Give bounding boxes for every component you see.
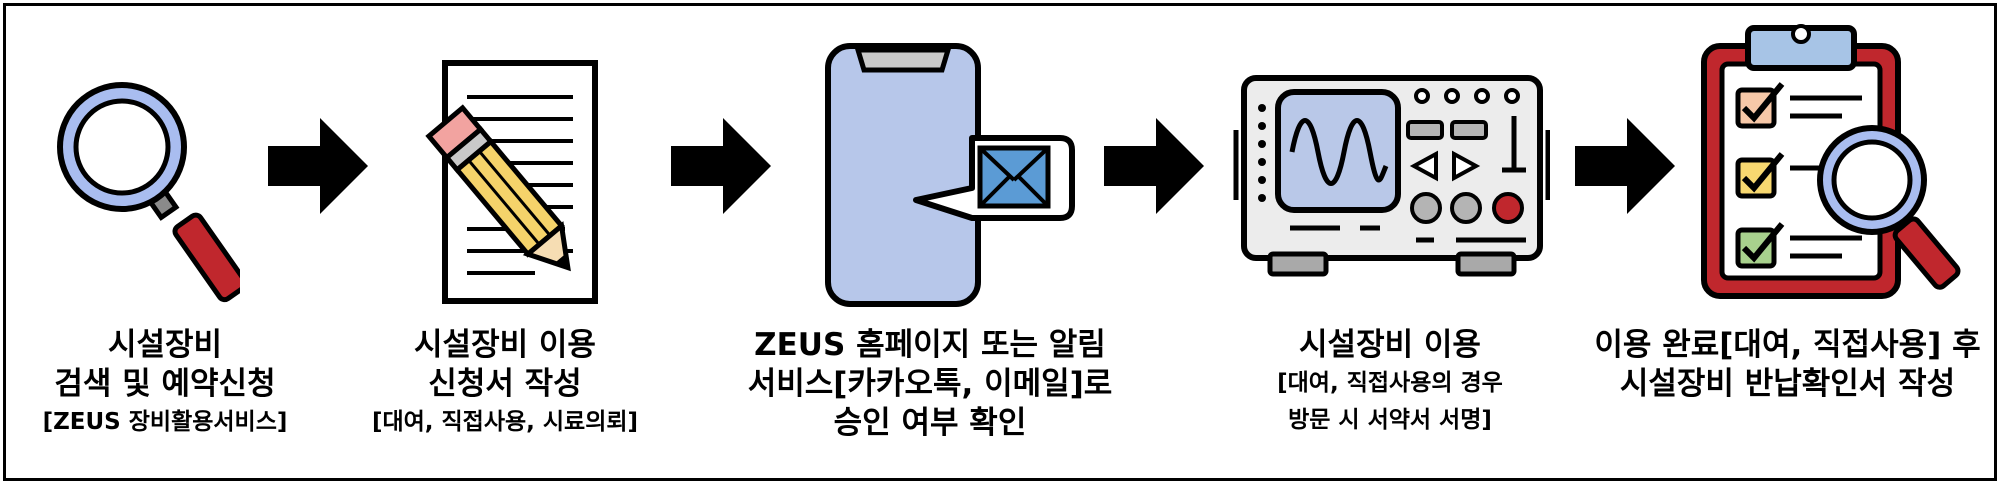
- step-4-line-1: 시설장비 이용: [1299, 327, 1481, 363]
- document-pencil-icon: [425, 60, 598, 304]
- step-1-caption: 시설장비 검색 및 예약신청 [ZEUS 장비활용서비스]: [0, 326, 330, 441]
- step-2-caption: 시설장비 이용 신청서 작성 [대여, 직접사용, 시료의뢰]: [340, 326, 670, 441]
- oscilloscope-icon: [1233, 75, 1550, 277]
- flow-arrow-3: [1104, 118, 1204, 214]
- flow-arrow-4: [1575, 118, 1675, 214]
- magnifying-glass-icon: [57, 82, 240, 303]
- step-1-line-3: [ZEUS 장비활용서비스]: [42, 409, 288, 435]
- flow-arrow-2: [671, 118, 771, 214]
- step-2-line-1: 시설장비 이용: [414, 327, 596, 363]
- step-3-line-3: 승인 여부 확인: [833, 405, 1027, 441]
- step-2-line-2: 신청서 작성: [428, 366, 582, 402]
- step-4-caption: 시설장비 이용 [대여, 직접사용의 경우 방문 시 서약서 서명]: [1220, 326, 1560, 439]
- step-5-line-2: 시설장비 반납확인서 작성: [1619, 366, 1956, 402]
- step-3-caption: ZEUS 홈페이지 또는 알림 서비스[카카오톡, 이메일]로 승인 여부 확인: [730, 326, 1130, 443]
- step-1-line-2: 검색 및 예약신청: [54, 366, 276, 402]
- step-3-line-1: ZEUS 홈페이지 또는 알림: [754, 327, 1106, 363]
- clipboard-checklist-icon: [1701, 24, 1961, 299]
- step-5-caption: 이용 완료[대여, 직접사용] 후 시설장비 반납확인서 작성: [1585, 326, 1990, 404]
- step-3-line-2: 서비스[카카오톡, 이메일]로: [747, 366, 1113, 402]
- step-4-line-3: 방문 시 서약서 서명]: [1288, 407, 1492, 433]
- step-4-line-2: [대여, 직접사용의 경우: [1277, 370, 1503, 396]
- flow-arrow-1: [268, 118, 368, 214]
- step-1-line-1: 시설장비: [107, 327, 223, 363]
- process-flow-frame: [3, 3, 1997, 481]
- step-5-line-1: 이용 완료[대여, 직접사용] 후: [1594, 327, 1981, 363]
- smartphone-message-icon: [825, 43, 1075, 307]
- step-2-line-3: [대여, 직접사용, 시료의뢰]: [371, 409, 639, 435]
